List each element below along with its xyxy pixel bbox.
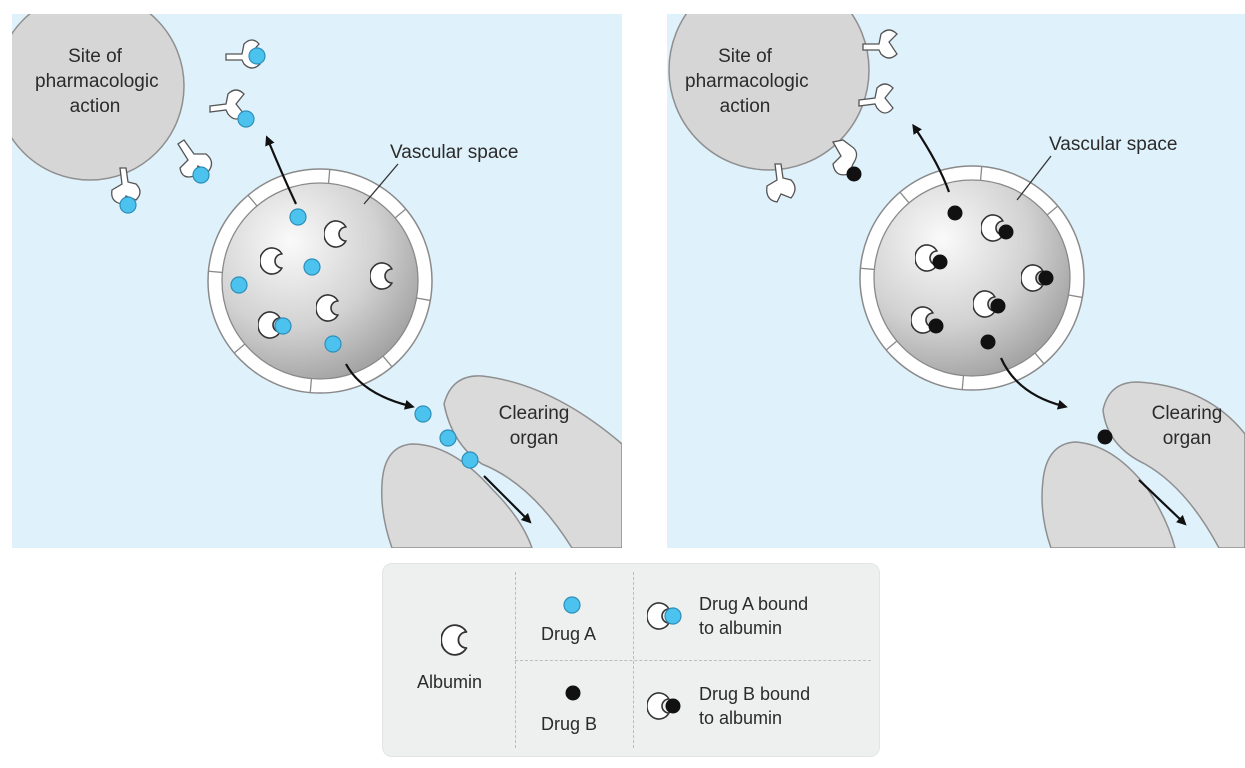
drug-a	[414, 405, 432, 423]
drug-a	[230, 276, 248, 294]
bound-drug-b	[998, 224, 1014, 240]
panel-drug-b: Site of pharmacologic action Vascular sp…	[667, 14, 1245, 548]
drug-a	[439, 429, 457, 447]
drug-a-bound-icon	[647, 602, 682, 630]
legend-drug-b-label: Drug B	[541, 714, 598, 734]
panel-drug-b-graphic	[668, 14, 1245, 548]
bound-drug-b	[1038, 270, 1054, 286]
legend-albumin-label: Albumin	[417, 672, 483, 692]
legend-drug-a-label: Drug A	[541, 624, 597, 644]
arrow-to-site	[265, 135, 297, 205]
drug-b	[947, 205, 963, 221]
drug-b-icon	[565, 685, 581, 701]
drug-b-bound-icon	[647, 692, 681, 720]
site-of-action-label: Site of pharmacologic action	[35, 46, 159, 117]
bound-drug-b	[990, 298, 1006, 314]
vascular-leader-line	[1016, 155, 1052, 201]
legend-drug-a-bound-label: Drug A bound to albumin	[699, 594, 809, 638]
arrow-clearance-out	[1138, 479, 1187, 526]
drug-a	[274, 317, 292, 335]
drug-b	[1097, 429, 1113, 445]
albumin-icon	[441, 624, 468, 656]
clearing-organ	[1041, 381, 1245, 548]
clearing-organ-label: Clearing organ	[498, 403, 570, 449]
arrow-clearance-out	[483, 475, 532, 524]
arrow-to-clearing	[345, 363, 415, 410]
bound-drug-b	[932, 254, 948, 270]
panel-drug-a-graphic	[12, 14, 622, 548]
legend-drug-b-bound-label: Drug B bound to albumin	[699, 684, 811, 728]
drug-a	[289, 208, 307, 226]
legend-divider	[515, 660, 871, 661]
bound-drug-a	[237, 110, 255, 128]
vascular-space-label: Vascular space	[1049, 134, 1178, 155]
panel-drug-a: Site of pharmacologic action Vascular sp…	[12, 14, 622, 548]
vascular-space-label: Vascular space	[390, 142, 519, 163]
arrow-to-site	[912, 123, 951, 193]
bound-drug-b	[928, 318, 944, 334]
site-of-action	[668, 14, 898, 203]
drug-a	[303, 258, 321, 276]
drug-b	[980, 334, 996, 350]
vascular-leader-line	[363, 163, 399, 205]
arrow-to-clearing	[999, 357, 1068, 410]
bound-drug-a	[119, 196, 137, 214]
drug-a	[461, 451, 479, 469]
bound-drug-b	[846, 166, 862, 182]
bound-drug-a	[248, 47, 266, 65]
drug-a-icon	[563, 596, 581, 614]
site-of-action-label: Site of pharmacologic action	[685, 46, 809, 117]
drug-a	[324, 335, 342, 353]
bound-drug-a	[192, 166, 210, 184]
clearing-organ-label: Clearing organ	[1151, 403, 1223, 449]
legend: Albumin Drug A Drug A bound to albumin D…	[382, 563, 880, 757]
